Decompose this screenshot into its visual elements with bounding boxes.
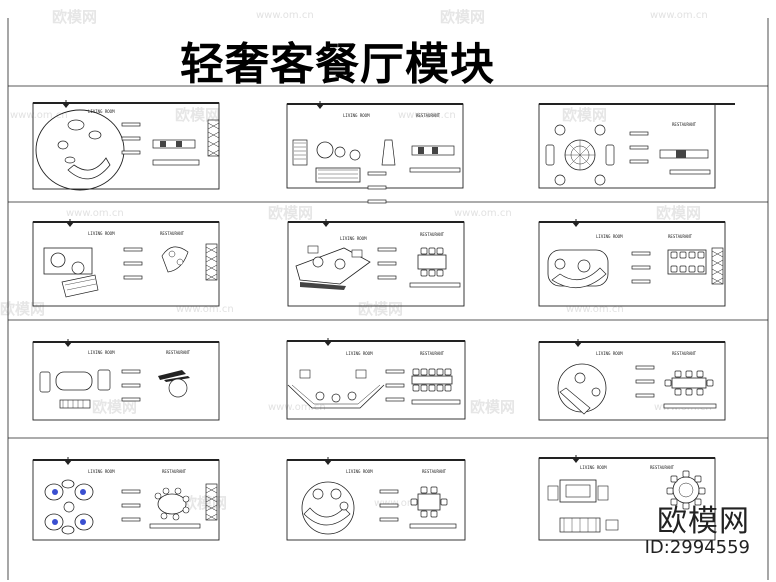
- watermark-url: www.om.cn: [454, 208, 512, 219]
- module-r4c3: LIVING ROOM RESTAURANT: [538, 454, 716, 541]
- module-r1c2: LIVING ROOM RESTAURANT: [286, 100, 464, 204]
- watermark-brand: 欧模网: [268, 204, 314, 222]
- model-id: ID:2994559: [644, 537, 750, 558]
- watermark-url: www.om.cn: [650, 10, 708, 21]
- module-r2c3: LIVING ROOM RESTAURANT: [538, 218, 726, 307]
- watermark-url: www.om.cn: [256, 10, 314, 21]
- watermark-url: www.om.cn: [374, 498, 432, 509]
- module-r2c1: LIVING ROOM RESTAURANT: [32, 218, 220, 307]
- watermark-brand: 欧模网: [92, 398, 138, 416]
- module-r3c2: LIVING ROOM RESTAURANT: [286, 337, 466, 420]
- watermark-brand: 欧模网: [182, 494, 228, 512]
- label-living-room: LIVING ROOM: [340, 236, 367, 241]
- watermark-url: www.om.cn: [268, 402, 326, 413]
- label-restaurant: RESTAURANT: [672, 122, 697, 127]
- label-restaurant: RESTAURANT: [420, 351, 445, 356]
- module-r2c2: LIVING ROOM RESTAURANT: [287, 218, 465, 307]
- label-restaurant: RESTAURANT: [420, 232, 445, 237]
- label-living-room: LIVING ROOM: [88, 231, 115, 236]
- page-title: 轻奢客餐厅模块: [180, 39, 495, 90]
- watermark-url: www.om.cn: [176, 304, 234, 315]
- label-restaurant: RESTAURANT: [160, 231, 185, 236]
- watermark-brand: 欧模网: [358, 300, 404, 318]
- watermark-url: www.om.cn: [66, 208, 124, 219]
- label-restaurant: RESTAURANT: [416, 113, 441, 118]
- watermark-brand: 欧模网: [562, 106, 608, 124]
- module-r1c1: LIVING ROOM: [32, 99, 220, 191]
- label-restaurant: RESTAURANT: [672, 351, 697, 356]
- label-living-room: LIVING ROOM: [343, 113, 370, 118]
- watermark-url: www.om.cn: [398, 110, 456, 121]
- label-restaurant: RESTAURANT: [162, 469, 187, 474]
- label-restaurant: RESTAURANT: [668, 234, 693, 239]
- brand-logo-text: 欧模网: [657, 504, 750, 539]
- watermark-brand: 欧模网: [52, 8, 98, 26]
- module-r3c3: LIVING ROOM RESTAURANT: [538, 338, 726, 421]
- label-living-room: LIVING ROOM: [88, 469, 115, 474]
- label-living-room: LIVING ROOM: [346, 469, 373, 474]
- label-living-room: LIVING ROOM: [596, 234, 623, 239]
- watermark-brand: 欧模网: [175, 106, 221, 124]
- watermark-brand: 欧模网: [0, 300, 46, 318]
- label-living-room: LIVING ROOM: [596, 351, 623, 356]
- label-restaurant: RESTAURANT: [166, 350, 191, 355]
- watermark-brand: 欧模网: [656, 204, 702, 222]
- label-restaurant: RESTAURANT: [422, 469, 447, 474]
- label-living-room: LIVING ROOM: [88, 109, 115, 114]
- module-r1c3: RESTAURANT: [538, 103, 735, 189]
- watermark-brand: 欧模网: [440, 8, 486, 26]
- label-living-room: LIVING ROOM: [580, 465, 607, 470]
- module-r3c1: LIVING ROOM RESTAURANT: [32, 338, 220, 421]
- module-r4c2: LIVING ROOM RESTAURANT: [286, 456, 466, 541]
- watermark-brand: 欧模网: [470, 398, 516, 416]
- watermark-url: www.om.cn: [566, 304, 624, 315]
- watermark-url: www.om.cn: [10, 110, 68, 121]
- label-living-room: LIVING ROOM: [88, 350, 115, 355]
- module-r4c1: LIVING ROOM RESTAURANT: [32, 456, 220, 541]
- label-living-room: LIVING ROOM: [346, 351, 373, 356]
- label-restaurant: RESTAURANT: [650, 465, 675, 470]
